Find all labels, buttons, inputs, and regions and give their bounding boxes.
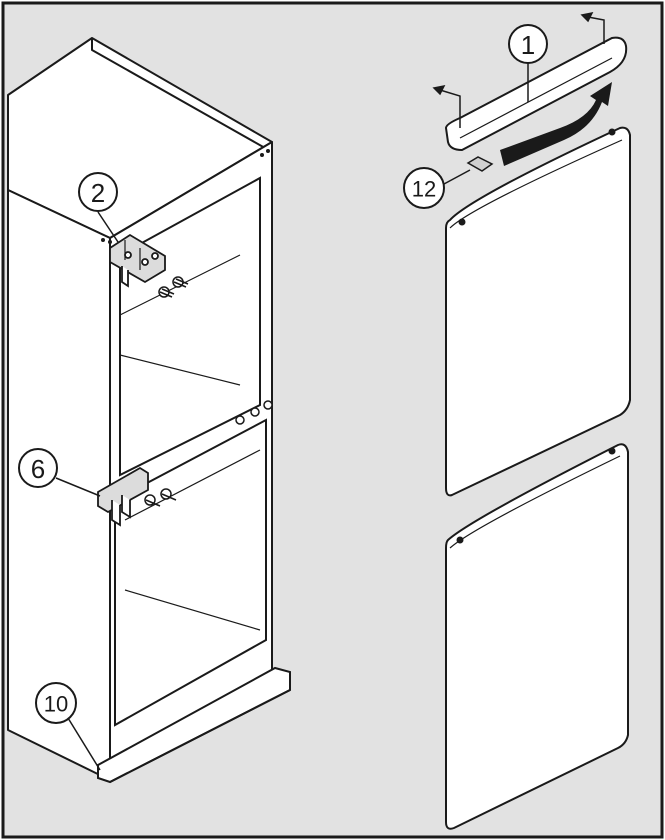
top-hinge-plate [109, 233, 166, 284]
lower-door-panel [445, 443, 629, 830]
upper-compartment-shelf-line [119, 354, 241, 386]
callout-6: 6 [18, 448, 58, 488]
callout-6-label: 6 [31, 454, 45, 484]
callout-2-leader [97, 211, 119, 243]
top-hinge-screws [158, 276, 189, 298]
lower-door [445, 443, 629, 830]
relocate-arrow [500, 82, 612, 166]
callout-2: 2 [78, 172, 118, 212]
callout-10-label: 10 [44, 692, 68, 717]
lower-compartment-inner-edge [124, 449, 261, 521]
top-hinge-pin [121, 266, 129, 288]
small-cover-part [466, 156, 494, 172]
callout-12-leader [443, 169, 471, 185]
callout-10: 10 [35, 682, 77, 724]
callout-1-label: 1 [521, 30, 535, 60]
small-cover-piece [466, 156, 494, 172]
base-plinth [97, 666, 291, 784]
top-hinge [109, 233, 166, 288]
door-top-cap [444, 36, 628, 152]
cabinet-top-rear-edge [91, 38, 266, 149]
callout-12-label: 12 [412, 177, 436, 202]
lift-arrows [432, 11, 605, 128]
callout-6-leader [55, 477, 101, 497]
upper-door-panel [445, 126, 631, 497]
callout-10-leader [67, 717, 101, 771]
callout-leaders [55, 63, 529, 771]
relocate-arrow-shape [500, 82, 612, 166]
middle-hinge-screws [144, 488, 177, 507]
middle-hinge-plate [97, 466, 149, 514]
upper-door [445, 126, 631, 497]
callout-2-label: 2 [91, 178, 105, 208]
callout-1: 1 [508, 24, 548, 64]
cabinet-screw-holes [101, 149, 273, 425]
callout-12: 12 [403, 167, 445, 209]
lower-compartment-shelf-line [124, 589, 261, 631]
middle-hinge [97, 466, 149, 527]
